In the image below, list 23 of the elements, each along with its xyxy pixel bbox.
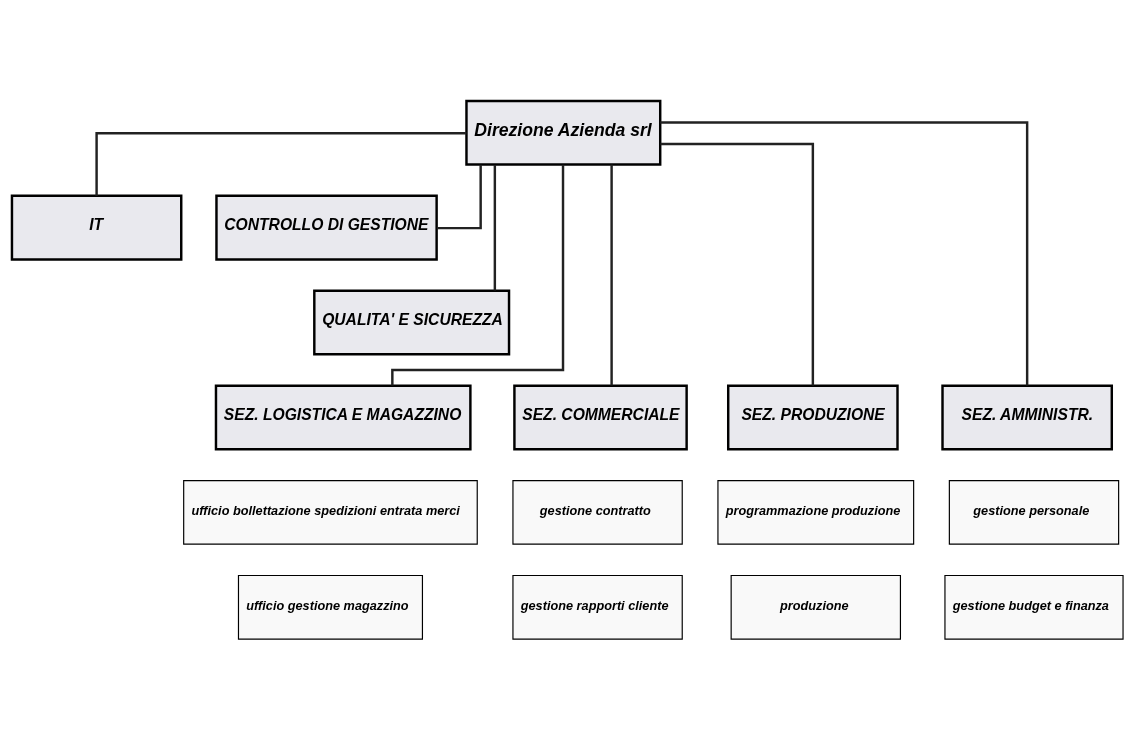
- connector: [660, 142, 815, 386]
- node-box: SEZ. LOGISTICA E MAGAZZINO: [214, 384, 472, 451]
- connector: [660, 121, 1029, 386]
- node-box: ufficio gestione magazzino: [237, 574, 424, 640]
- node-box: gestione contratto: [512, 480, 683, 545]
- node-box: Direzione Azienda srl: [465, 99, 662, 166]
- node-box: gestione personale: [948, 480, 1120, 545]
- connector: [436, 164, 482, 230]
- connector: [95, 131, 467, 196]
- node-box: IT: [10, 194, 183, 261]
- node-box: SEZ. COMMERCIALE: [513, 384, 688, 451]
- node-box: ufficio bollettazione spedizioni entrata merci: [183, 480, 478, 545]
- connector: [493, 164, 497, 291]
- node-box: SEZ. PRODUZIONE: [727, 384, 899, 451]
- node-box: programmazione produzione: [717, 480, 915, 545]
- node-box: SEZ. AMMINISTR.: [941, 384, 1113, 451]
- node-box: gestione budget e finanza: [944, 574, 1124, 640]
- node-box: CONTROLLO DI GESTIONE: [215, 194, 438, 261]
- node-box: produzione: [730, 574, 901, 640]
- node-box: QUALITA' E SICUREZZA: [313, 289, 511, 356]
- connector: [391, 164, 565, 386]
- connector: [610, 164, 613, 386]
- node-box: gestione rapporti cliente: [512, 574, 683, 640]
